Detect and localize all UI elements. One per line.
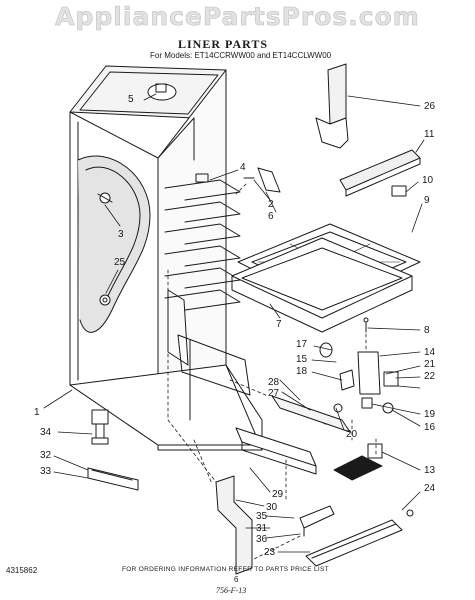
part-10-clip — [391, 185, 407, 197]
callout-22: 22 — [424, 371, 436, 382]
part-25-grommet — [99, 294, 111, 306]
callout-33: 33 — [40, 466, 52, 477]
callout-19: 19 — [424, 409, 436, 420]
callout-34: 34 — [40, 427, 52, 438]
part-34-leveling-leg — [91, 409, 109, 445]
callout-6: 6 — [268, 211, 274, 222]
part-2-6-clips — [243, 167, 281, 193]
callout-4: 4 — [240, 162, 246, 173]
page-title: LINER PARTS — [178, 37, 269, 51]
part-13-cover — [333, 443, 383, 481]
part-4-screw — [195, 173, 209, 183]
callout-8: 8 — [424, 325, 430, 336]
page-number: 6 — [234, 575, 239, 584]
callout-10: 10 — [422, 175, 434, 186]
callout-16: 16 — [424, 422, 436, 433]
part-7-door-gasket — [231, 237, 413, 333]
part-26-bracket — [315, 63, 349, 149]
callout-26: 26 — [424, 101, 436, 112]
part-35-36-brackets — [299, 505, 335, 537]
watermark: AppliancePartsPros.com — [55, 2, 420, 32]
callout-32: 32 — [40, 450, 52, 461]
part-8-screw — [363, 317, 369, 333]
ordering-note: FOR ORDERING INFORMATION REFER TO PARTS … — [122, 566, 329, 573]
callout-1: 1 — [34, 407, 40, 418]
model-subtitle: For Models: ET14CCRWW00 and ET14CCLWW00 — [150, 51, 332, 60]
callout-31: 31 — [256, 523, 268, 534]
part-29-vertical-duct — [215, 475, 253, 575]
part-5-light-housing — [147, 83, 177, 101]
callout-7: 7 — [276, 319, 282, 330]
callout-20: 20 — [346, 429, 358, 440]
callout-30: 30 — [266, 502, 278, 513]
part-32-33-hinge — [87, 467, 139, 491]
callout-11: 11 — [424, 129, 435, 140]
control-parts — [319, 342, 399, 425]
callout-13: 13 — [424, 465, 436, 476]
callout-5: 5 — [128, 94, 134, 105]
callout-15: 15 — [296, 354, 308, 365]
callout-27: 27 — [268, 388, 280, 399]
callout-28: 28 — [268, 377, 280, 388]
callout-2: 2 — [268, 199, 274, 210]
callout-24: 24 — [424, 483, 436, 494]
liner-box — [69, 65, 263, 451]
callout-36: 36 — [256, 534, 268, 545]
callout-23: 23 — [264, 547, 276, 558]
part-11-rail — [339, 149, 421, 197]
callout-18: 18 — [296, 366, 308, 377]
callout-9: 9 — [424, 195, 430, 206]
document-number: 4315862 — [6, 566, 38, 575]
part-27-28-rails — [235, 395, 351, 475]
callout-3: 3 — [118, 229, 124, 240]
callout-29: 29 — [272, 489, 284, 500]
part-23-24-toe-grille — [305, 509, 414, 567]
alignment-dashes — [167, 183, 377, 561]
callout-35: 35 — [256, 511, 268, 522]
callout-21: 21 — [424, 359, 436, 370]
callout-17: 17 — [296, 339, 308, 350]
part-3-thermostat-knob — [97, 192, 113, 204]
callout-14: 14 — [424, 347, 436, 358]
handwritten-code: 756-F-13 — [216, 586, 247, 595]
callout-25: 25 — [114, 257, 126, 268]
leader-lines — [43, 93, 425, 553]
